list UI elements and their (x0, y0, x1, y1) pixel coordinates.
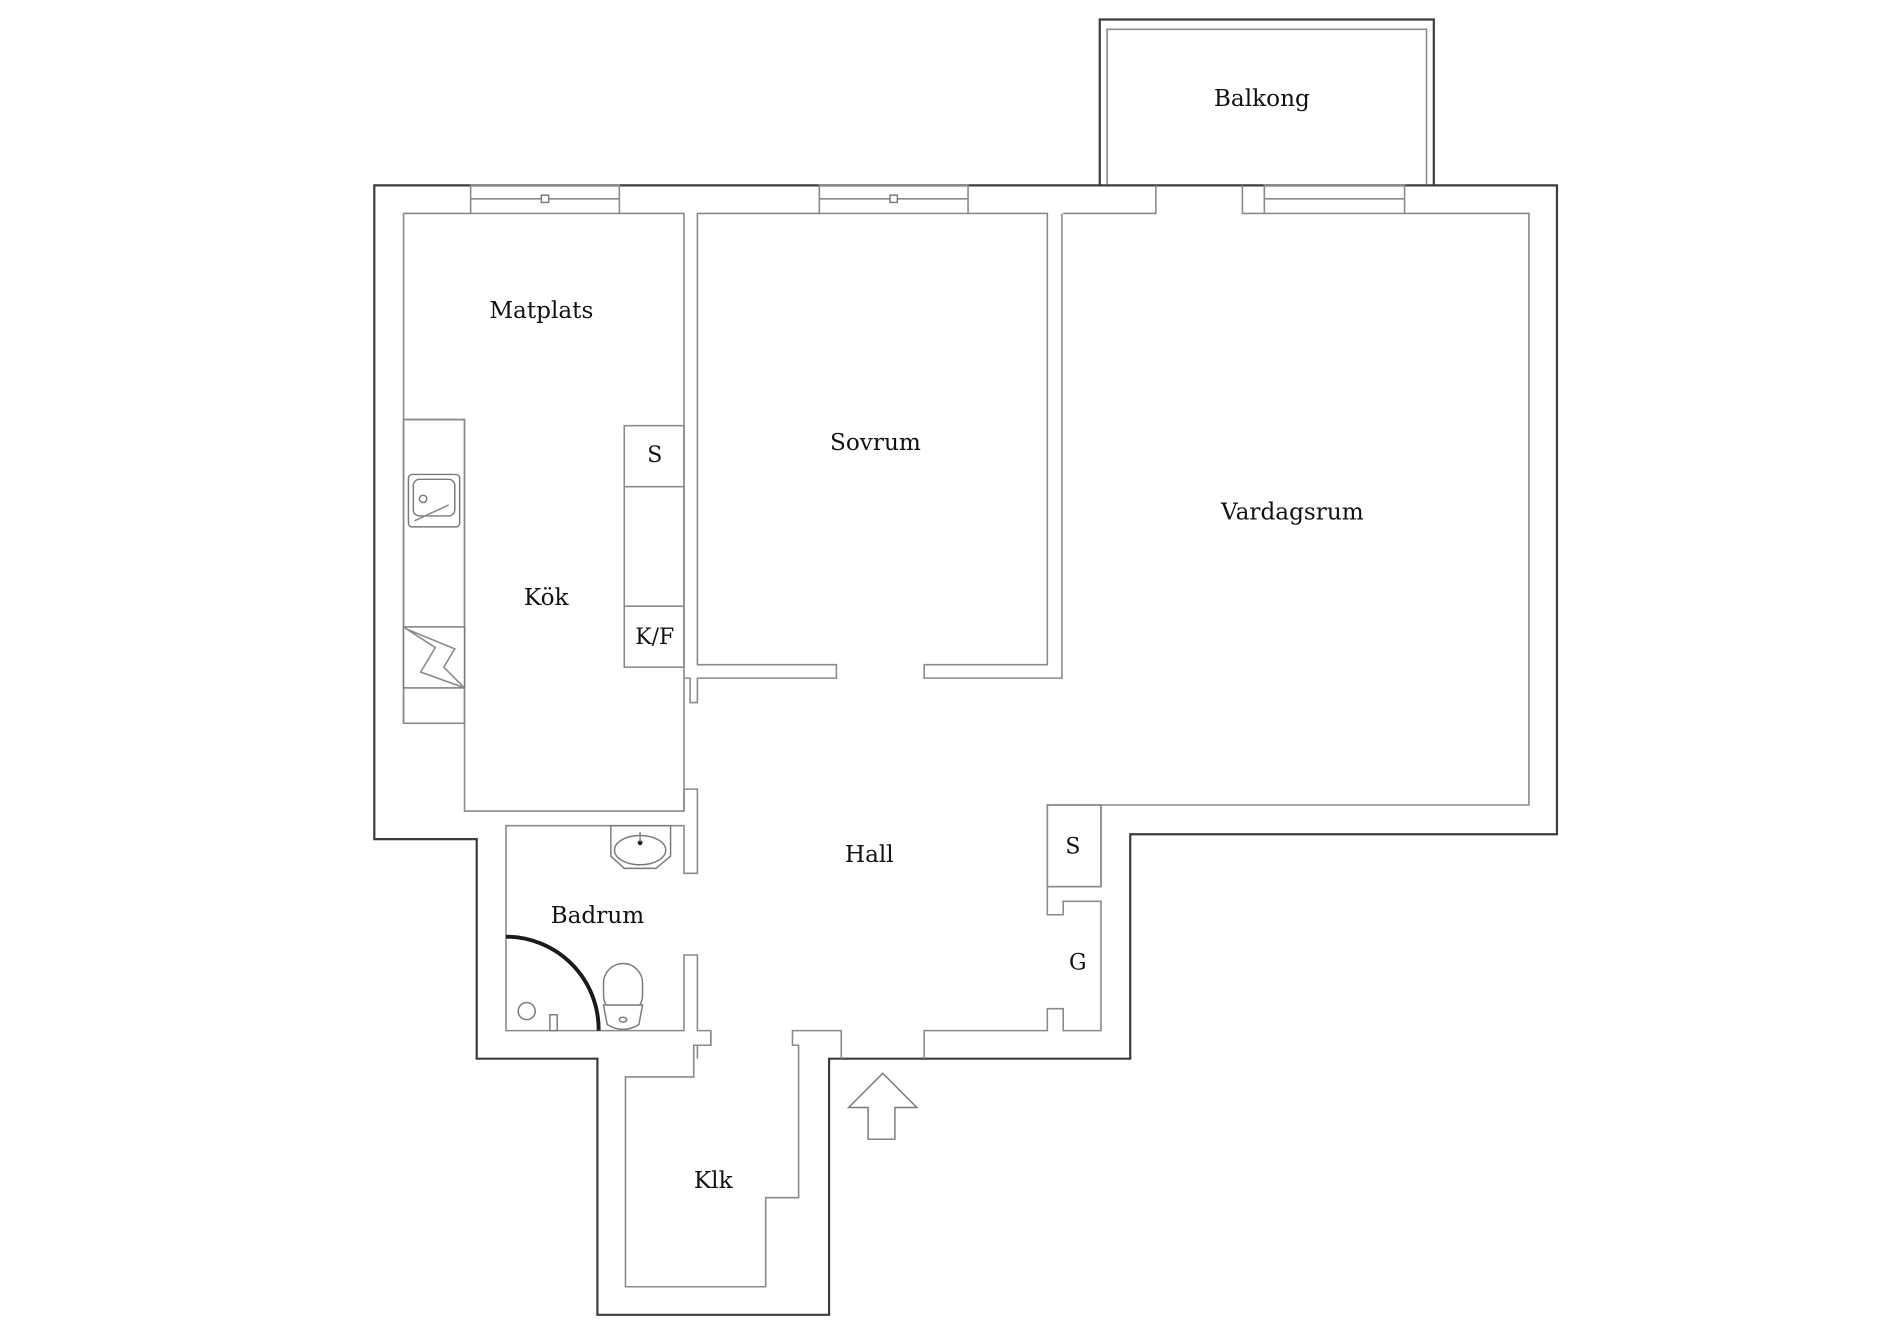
toilet-icon (602, 962, 644, 1031)
washbasin-icon (610, 824, 672, 870)
closet-wall (624, 1029, 843, 1288)
kitchen-cabinets (623, 424, 685, 668)
stove-icon (402, 626, 466, 689)
entrance-arrow-icon[interactable] (846, 1072, 919, 1140)
kitchen-counter (402, 418, 466, 725)
hall-closets (923, 804, 1102, 1059)
balcony-door-window-icon (1063, 184, 1406, 215)
fridge-freezer-label: K/F (635, 625, 674, 650)
window-icon (469, 184, 621, 215)
window-icon (818, 184, 969, 215)
room-label-klk: Klk (694, 1168, 734, 1194)
bedroom-wall (683, 212, 838, 704)
room-label-kok: Kök (524, 585, 570, 611)
balcony (1098, 18, 1435, 186)
living-room-wall (1046, 212, 1530, 888)
hall-storage-label: S (1065, 835, 1080, 860)
room-label-matplats: Matplats (489, 298, 593, 324)
room-label-badrum: Badrum (551, 903, 645, 929)
room-label-vardagsrum: Vardagsrum (1220, 499, 1364, 525)
kitchen-wall (402, 212, 685, 812)
kitchen-storage-label: S (647, 443, 662, 468)
shower-icon (505, 934, 601, 1032)
room-label-balkong: Balkong (1214, 86, 1310, 112)
room-label-sovrum: Sovrum (830, 430, 921, 456)
room-label-hall: Hall (845, 842, 894, 868)
wardrobe-label: G (1069, 951, 1087, 976)
outer-wall (373, 184, 1559, 1316)
sink-icon (407, 473, 461, 528)
